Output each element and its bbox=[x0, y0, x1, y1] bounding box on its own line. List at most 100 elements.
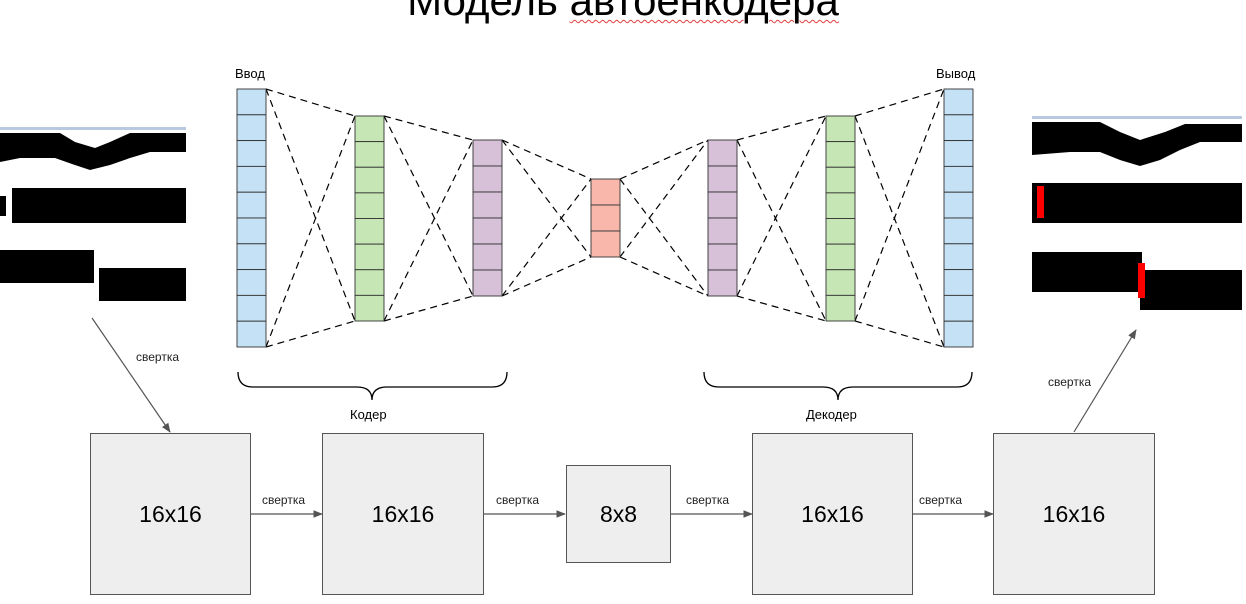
network-layers bbox=[236, 88, 974, 348]
diagram-title: Модель автоенкодера bbox=[0, 0, 1246, 24]
layer-enc2-cell bbox=[472, 217, 503, 245]
title-word-2: автоенкодера bbox=[569, 0, 839, 24]
layer-dec2 bbox=[825, 115, 856, 322]
connection-dec1-dec2-0 bbox=[736, 115, 827, 141]
layer-output-cell bbox=[943, 243, 974, 271]
pipeline-box-2: 16x16 bbox=[322, 433, 484, 595]
layer-enc1-cell bbox=[354, 243, 385, 271]
connection-enc1-enc2-2 bbox=[383, 115, 474, 297]
output-image-stroke-1 bbox=[1032, 122, 1242, 166]
layer-dec1-cell bbox=[707, 269, 738, 297]
layer-input-cell bbox=[236, 140, 267, 167]
connection-latent-dec1-1 bbox=[619, 256, 709, 297]
layer-input-cell bbox=[236, 217, 267, 245]
layer-dec1-cell bbox=[707, 217, 738, 245]
layer-output-cell bbox=[943, 269, 974, 296]
input-image-stroke-2b bbox=[0, 196, 6, 216]
connection-input-enc1-2 bbox=[265, 88, 356, 322]
layer-dec2-cell bbox=[825, 141, 856, 168]
layer-output-cell bbox=[943, 191, 974, 219]
arrow-box5-to-image bbox=[1073, 329, 1137, 433]
connection-input-enc1-3 bbox=[265, 115, 356, 348]
layer-output-cell bbox=[943, 165, 974, 193]
layer-enc1-cell bbox=[354, 269, 385, 296]
layer-dec2-cell bbox=[825, 192, 856, 219]
layer-enc1-cell bbox=[354, 294, 385, 322]
layer-enc2-cell bbox=[472, 139, 503, 167]
layer-output-cell bbox=[943, 88, 974, 116]
layer-dec1-cell bbox=[707, 139, 738, 167]
layer-output-cell bbox=[943, 114, 974, 142]
dense-connections bbox=[265, 88, 945, 348]
arrow-label-in: свертка bbox=[136, 350, 180, 364]
connection-enc2-latent-3 bbox=[501, 178, 592, 297]
connection-dec1-dec2-3 bbox=[736, 115, 827, 297]
layer-dec1-cell bbox=[707, 165, 738, 193]
layer-dec2-cell bbox=[825, 243, 856, 271]
layer-input-cell bbox=[236, 165, 267, 193]
layer-enc2 bbox=[472, 139, 503, 297]
title-word-1: Модель bbox=[407, 0, 558, 24]
input-image bbox=[0, 127, 186, 301]
layer-enc2-cell bbox=[472, 243, 503, 271]
layer-enc1-cell bbox=[354, 166, 385, 194]
connection-enc1-enc2-0 bbox=[383, 115, 474, 141]
layer-enc2-cell bbox=[472, 165, 503, 193]
connection-enc1-enc2-1 bbox=[383, 295, 474, 322]
arrow-label-out: свертка bbox=[1048, 375, 1092, 389]
layer-dec2-cell bbox=[825, 166, 856, 194]
output-image bbox=[1032, 116, 1242, 310]
layer-latent-cell bbox=[590, 178, 621, 206]
layer-enc1-cell bbox=[354, 218, 385, 245]
output-image-red-1 bbox=[1037, 186, 1044, 218]
connection-dec2-output-1 bbox=[854, 320, 945, 348]
layer-input-cell bbox=[236, 269, 267, 296]
layer-enc1-cell bbox=[354, 192, 385, 219]
connection-latent-dec1-0 bbox=[619, 139, 709, 180]
connection-enc2-latent-0 bbox=[501, 139, 592, 180]
input-image-stroke-2 bbox=[12, 188, 186, 223]
arrow-label-3: свертка bbox=[686, 493, 730, 507]
pipeline-box-4: 16x16 bbox=[752, 433, 913, 595]
input-layer-label: Ввод bbox=[235, 66, 265, 81]
input-image-stroke-1 bbox=[0, 133, 186, 170]
layer-enc1 bbox=[354, 115, 385, 322]
arrow-label-4: свертка bbox=[919, 493, 963, 507]
layer-enc1-cell bbox=[354, 141, 385, 168]
layer-output-cell bbox=[943, 294, 974, 322]
connection-latent-dec1-2 bbox=[619, 178, 709, 297]
connection-enc2-latent-1 bbox=[501, 256, 592, 297]
layer-dec2-cell bbox=[825, 269, 856, 296]
output-layer-label: Вывод bbox=[936, 66, 976, 81]
connection-latent-dec1-3 bbox=[619, 139, 709, 258]
arrow-label-2: свертка bbox=[496, 493, 540, 507]
connection-input-enc1-1 bbox=[265, 320, 356, 348]
pipeline-box-1: 16x16 bbox=[90, 433, 251, 595]
layer-latent bbox=[590, 178, 621, 258]
output-image-stroke-3b bbox=[1140, 270, 1242, 310]
connection-dec2-output-0 bbox=[854, 88, 945, 117]
output-image-red-2 bbox=[1138, 263, 1145, 298]
layer-dec1 bbox=[707, 139, 738, 297]
input-image-top-line bbox=[0, 127, 186, 130]
connection-dec2-output-3 bbox=[854, 88, 945, 322]
layer-latent-cell bbox=[590, 230, 621, 258]
layer-enc1-cell bbox=[354, 115, 385, 143]
layer-output bbox=[943, 88, 974, 348]
layer-dec2-cell bbox=[825, 115, 856, 143]
output-image-stroke-2 bbox=[1032, 183, 1242, 223]
decoder-brace bbox=[703, 371, 973, 401]
layer-input-cell bbox=[236, 114, 267, 142]
encoder-brace bbox=[237, 371, 508, 401]
layer-input-cell bbox=[236, 320, 267, 348]
layer-output-cell bbox=[943, 217, 974, 245]
pipeline-box-3: 8x8 bbox=[566, 465, 671, 563]
arrow-label-1: свертка bbox=[262, 493, 306, 507]
layer-input-cell bbox=[236, 88, 267, 116]
layer-enc2-cell bbox=[472, 269, 503, 297]
arrow-image-to-box1 bbox=[91, 317, 171, 433]
connection-enc2-latent-2 bbox=[501, 139, 592, 258]
layer-dec2-cell bbox=[825, 294, 856, 322]
output-image-top-line bbox=[1032, 116, 1242, 119]
